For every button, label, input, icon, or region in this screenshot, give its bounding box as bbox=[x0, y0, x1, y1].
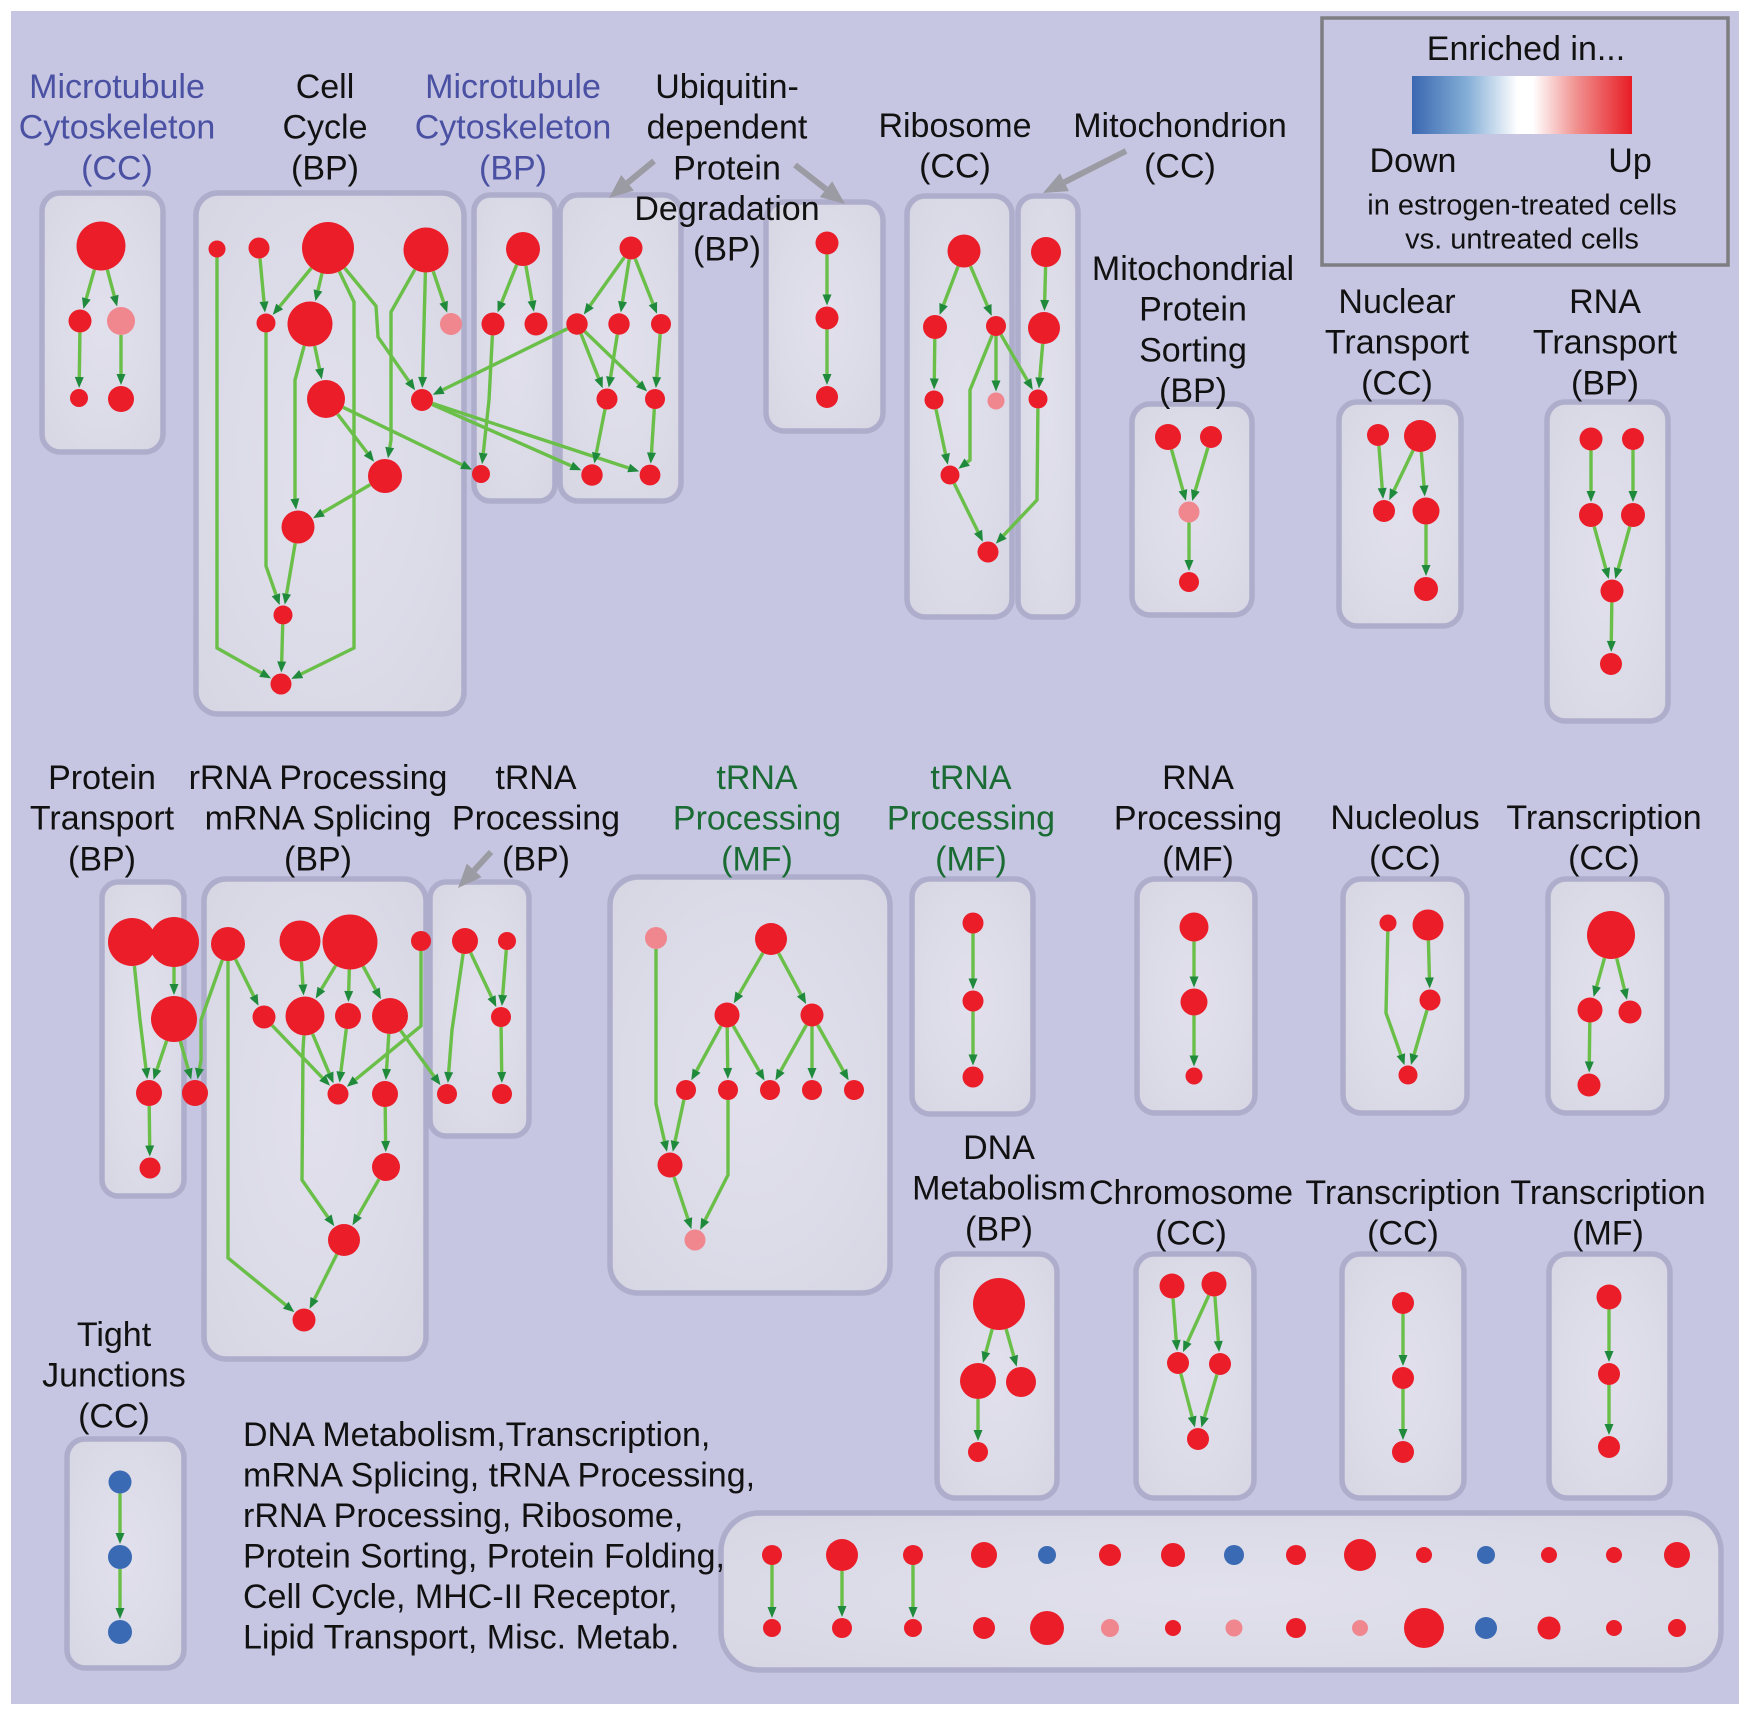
svg-text:mRNA Splicing, tRNA Processing: mRNA Splicing, tRNA Processing, bbox=[243, 1457, 755, 1495]
svg-text:Down: Down bbox=[1370, 142, 1457, 180]
svg-text:(MF): (MF) bbox=[721, 840, 793, 878]
svg-text:Nucleolus: Nucleolus bbox=[1330, 799, 1479, 837]
svg-text:Cytoskeleton: Cytoskeleton bbox=[19, 109, 216, 147]
svg-text:Microtubule: Microtubule bbox=[425, 68, 601, 106]
svg-text:Enriched in...: Enriched in... bbox=[1427, 30, 1625, 68]
svg-text:Tight: Tight bbox=[77, 1316, 152, 1354]
svg-text:(CC): (CC) bbox=[1568, 840, 1640, 878]
svg-text:RNA: RNA bbox=[1162, 759, 1234, 797]
svg-text:(MF): (MF) bbox=[935, 840, 1007, 878]
svg-text:Protein Sorting, Protein Foldi: Protein Sorting, Protein Folding, bbox=[243, 1538, 725, 1576]
svg-text:Metabolism: Metabolism bbox=[912, 1170, 1086, 1208]
svg-text:(BP): (BP) bbox=[68, 840, 136, 878]
svg-text:(BP): (BP) bbox=[693, 231, 761, 269]
svg-text:RNA: RNA bbox=[1569, 283, 1641, 321]
svg-text:Up: Up bbox=[1608, 142, 1651, 180]
svg-text:Protein: Protein bbox=[673, 149, 781, 187]
svg-text:DNA Metabolism,Transcription,: DNA Metabolism,Transcription, bbox=[243, 1416, 710, 1454]
svg-text:(CC): (CC) bbox=[1367, 1215, 1439, 1253]
svg-text:(MF): (MF) bbox=[1572, 1215, 1644, 1253]
svg-text:Mitochondrion: Mitochondrion bbox=[1073, 107, 1287, 145]
svg-text:DNA: DNA bbox=[963, 1129, 1035, 1167]
svg-text:Junctions: Junctions bbox=[42, 1357, 186, 1395]
svg-text:tRNA: tRNA bbox=[495, 759, 577, 797]
svg-text:Transcription: Transcription bbox=[1510, 1174, 1705, 1212]
svg-text:Transcription: Transcription bbox=[1506, 799, 1701, 837]
svg-text:(CC): (CC) bbox=[1361, 364, 1433, 402]
svg-text:Cytoskeleton: Cytoskeleton bbox=[415, 109, 612, 147]
svg-text:(BP): (BP) bbox=[965, 1210, 1033, 1248]
svg-text:Chromosome: Chromosome bbox=[1089, 1174, 1293, 1212]
svg-text:in estrogen-treated cells: in estrogen-treated cells bbox=[1367, 189, 1677, 221]
svg-text:Processing: Processing bbox=[1114, 800, 1282, 838]
svg-text:tRNA: tRNA bbox=[716, 759, 798, 797]
svg-text:Microtubule: Microtubule bbox=[29, 68, 205, 106]
svg-text:Lipid Transport, Misc. Metab.: Lipid Transport, Misc. Metab. bbox=[243, 1619, 680, 1657]
svg-text:(CC): (CC) bbox=[919, 148, 991, 186]
svg-text:(BP): (BP) bbox=[284, 840, 352, 878]
svg-text:Sorting: Sorting bbox=[1139, 331, 1247, 369]
svg-text:(BP): (BP) bbox=[479, 149, 547, 187]
svg-text:(BP): (BP) bbox=[1571, 364, 1639, 402]
svg-text:(MF): (MF) bbox=[1162, 840, 1234, 878]
svg-text:(BP): (BP) bbox=[502, 840, 570, 878]
svg-text:dependent: dependent bbox=[647, 109, 808, 147]
svg-text:(CC): (CC) bbox=[81, 149, 153, 187]
svg-text:rRNA Processing: rRNA Processing bbox=[189, 759, 448, 797]
svg-text:Ubiquitin-: Ubiquitin- bbox=[655, 68, 799, 106]
svg-text:Degradation: Degradation bbox=[634, 190, 819, 228]
svg-text:Protein: Protein bbox=[48, 759, 156, 797]
svg-text:Transport: Transport bbox=[1533, 324, 1678, 362]
svg-text:(CC): (CC) bbox=[78, 1397, 150, 1435]
svg-text:Processing: Processing bbox=[452, 800, 620, 838]
svg-text:rRNA Processing, Ribosome,: rRNA Processing, Ribosome, bbox=[243, 1497, 683, 1535]
svg-text:Protein: Protein bbox=[1139, 291, 1247, 329]
svg-text:Transport: Transport bbox=[30, 800, 175, 838]
svg-text:Ribosome: Ribosome bbox=[878, 107, 1031, 145]
svg-text:Processing: Processing bbox=[887, 800, 1055, 838]
svg-text:Transport: Transport bbox=[1325, 324, 1470, 362]
svg-text:(BP): (BP) bbox=[1159, 372, 1227, 410]
svg-text:(CC): (CC) bbox=[1144, 148, 1216, 186]
svg-text:(CC): (CC) bbox=[1155, 1215, 1227, 1253]
svg-text:(CC): (CC) bbox=[1369, 840, 1441, 878]
svg-text:Mitochondrial: Mitochondrial bbox=[1092, 250, 1294, 288]
svg-text:Nuclear: Nuclear bbox=[1338, 283, 1455, 321]
svg-text:mRNA Splicing: mRNA Splicing bbox=[205, 800, 432, 838]
svg-text:Processing: Processing bbox=[673, 800, 841, 838]
svg-text:tRNA: tRNA bbox=[930, 759, 1012, 797]
svg-text:Transcription: Transcription bbox=[1305, 1174, 1500, 1212]
svg-text:Cell: Cell bbox=[296, 68, 355, 106]
svg-text:Cell Cycle, MHC-II Receptor,: Cell Cycle, MHC-II Receptor, bbox=[243, 1578, 678, 1616]
svg-text:(BP): (BP) bbox=[291, 149, 359, 187]
svg-text:vs. untreated cells: vs. untreated cells bbox=[1405, 223, 1639, 255]
svg-text:Cycle: Cycle bbox=[282, 109, 367, 147]
